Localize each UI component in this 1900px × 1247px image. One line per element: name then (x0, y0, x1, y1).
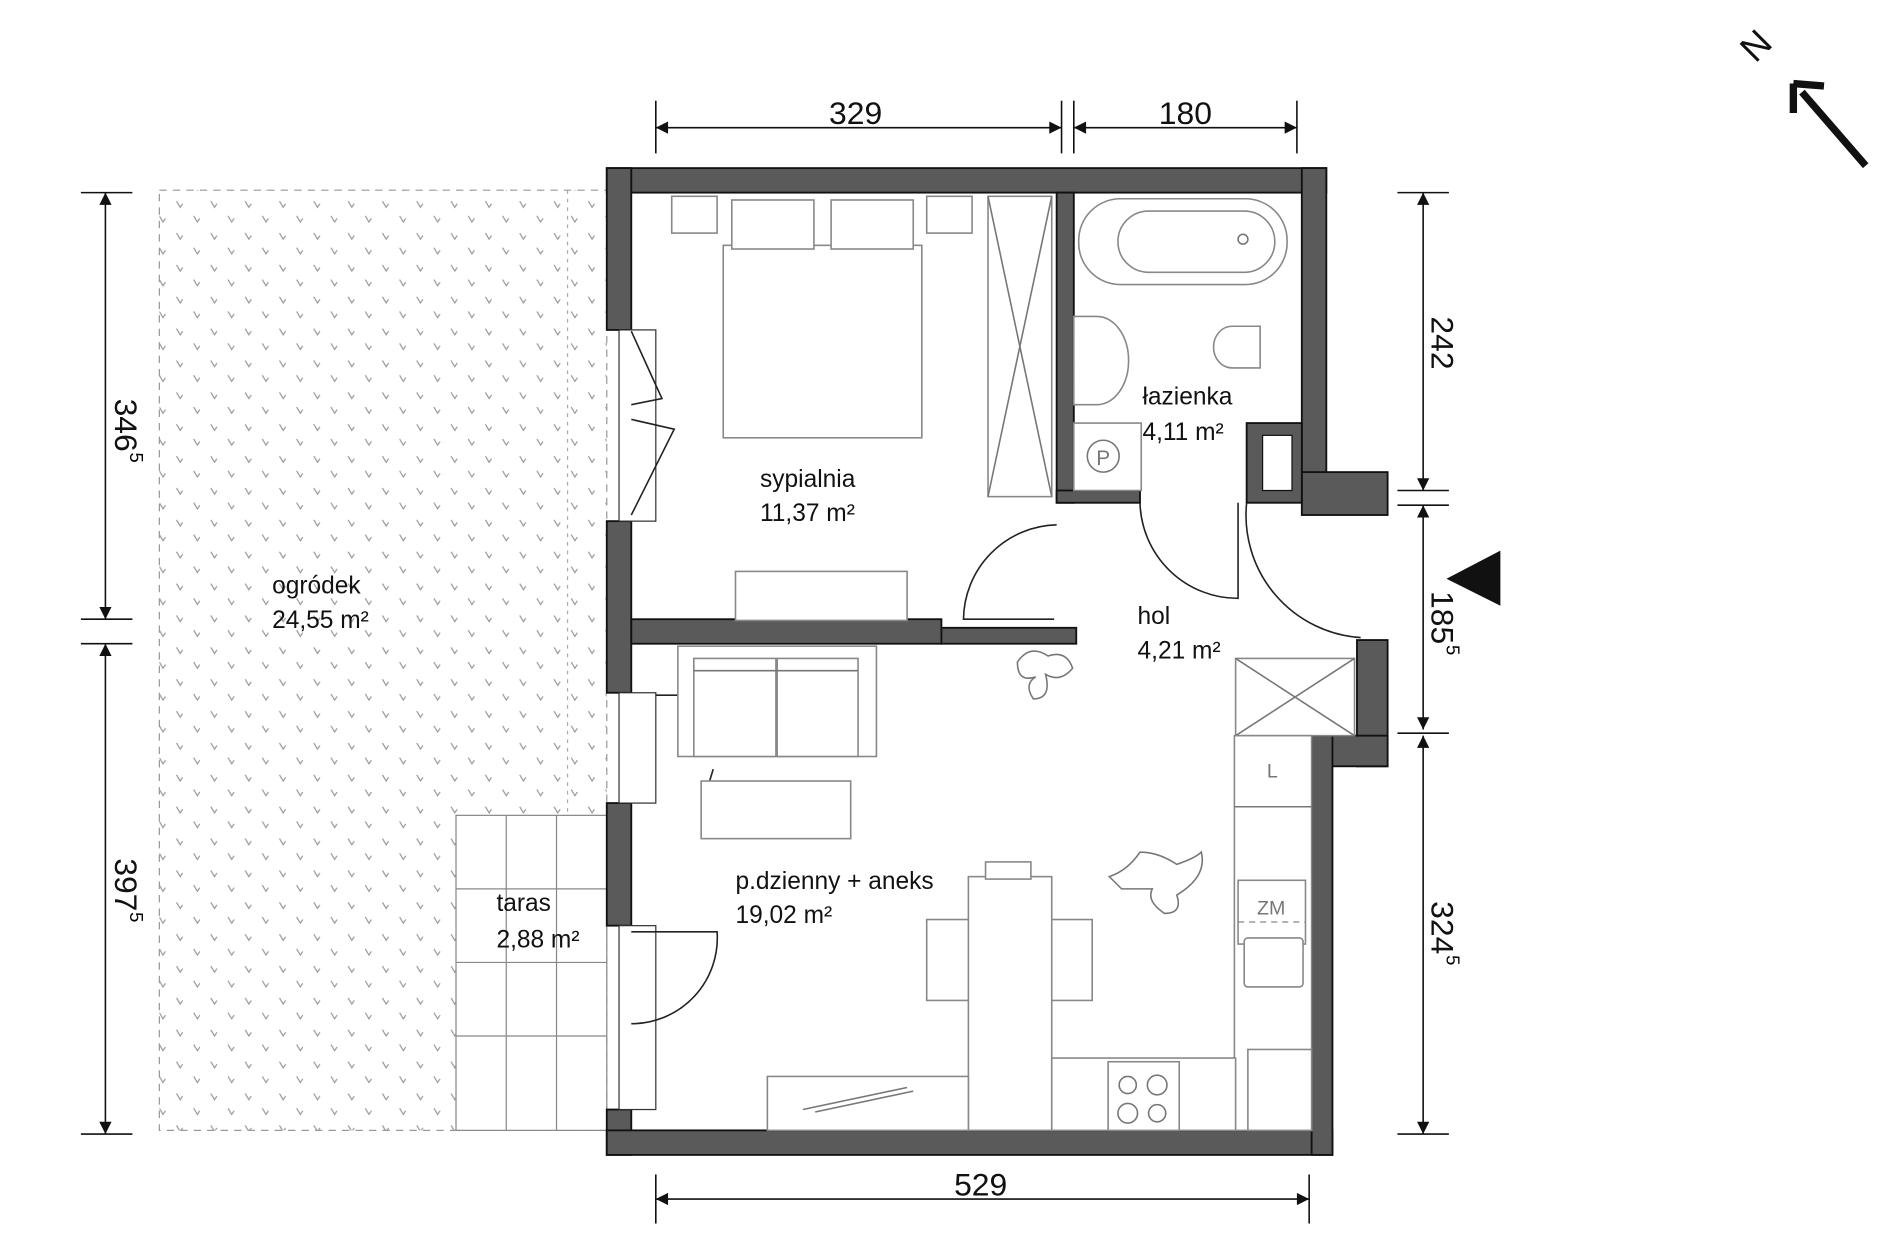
dim-right-upper: 242 (1425, 316, 1461, 369)
coffee-table (700, 780, 852, 840)
washbasin (1073, 315, 1130, 406)
dim-left-upper-sup: 5 (126, 453, 147, 463)
wardrobe (987, 195, 1053, 498)
washing-machine-label: P (1096, 447, 1110, 470)
room-area: 4,21 m² (1138, 637, 1221, 664)
room-name: sypialnia (760, 466, 856, 493)
plant-icon (1016, 650, 1074, 700)
dim-left-lower-sup: 5 (126, 912, 147, 922)
room-living: p.dzienny + aneks 19,02 m² (735, 868, 933, 929)
toilet (1212, 325, 1261, 369)
dim-bottom: 529 (954, 1166, 1007, 1202)
dishwasher-label: ZM (1257, 898, 1285, 920)
desk (734, 570, 908, 622)
room-hall: hol 4,21 m² (1138, 603, 1221, 664)
dim-right-middle-sup: 5 (1442, 645, 1463, 655)
fridge-label: L (1267, 760, 1278, 782)
washing-machine (1073, 422, 1143, 492)
dim-top-left: 329 (829, 95, 882, 131)
walls (605, 167, 1389, 1156)
dim-left-lower: 397 (108, 858, 144, 911)
north-label: N (1732, 22, 1780, 70)
room-name: taras (496, 890, 550, 917)
room-garden: ogródek 24,55 m² (272, 572, 369, 633)
room-name: łazienka (1142, 384, 1232, 411)
bathtub (1077, 197, 1288, 286)
room-area: 4,11 m² (1142, 419, 1223, 446)
room-terrace: taras 2,88 m² (496, 890, 579, 954)
hall-cabinet (1234, 657, 1356, 737)
room-bathroom: łazienka 4,11 m² (1142, 384, 1232, 447)
dim-left-upper: 346 (108, 399, 144, 452)
room-area: 2,88 m² (496, 927, 579, 954)
room-area: 24,55 m² (272, 607, 369, 634)
windows (618, 329, 737, 1111)
dim-top-right: 180 (1159, 95, 1212, 131)
room-bedroom: sypialnia 11,37 m² (760, 466, 856, 527)
bed (670, 195, 973, 439)
doors (962, 502, 1361, 639)
terrace-tiles (455, 814, 608, 1131)
entrance-marker-icon (1446, 550, 1501, 606)
room-name: ogródek (272, 572, 361, 599)
sideboard (766, 1075, 970, 1132)
north-arrow-icon: N (1732, 22, 1869, 169)
dog-icon (1107, 850, 1204, 915)
room-name: hol (1138, 603, 1171, 630)
room-name: p.dzienny + aneks (735, 868, 933, 895)
sofa (677, 645, 878, 758)
room-area: 11,37 m² (760, 500, 855, 527)
dimension-lines (80, 100, 1449, 1224)
cooktop (1107, 1060, 1181, 1132)
dining-table (925, 861, 1093, 1132)
washing-machine-icon (1086, 439, 1120, 473)
dim-right-lower-sup: 5 (1442, 955, 1463, 965)
room-area: 19,02 m² (735, 902, 832, 929)
dim-right-middle: 185 (1425, 591, 1461, 644)
dim-right-lower: 324 (1425, 901, 1461, 954)
rolling-pin-icon (802, 1086, 914, 1113)
